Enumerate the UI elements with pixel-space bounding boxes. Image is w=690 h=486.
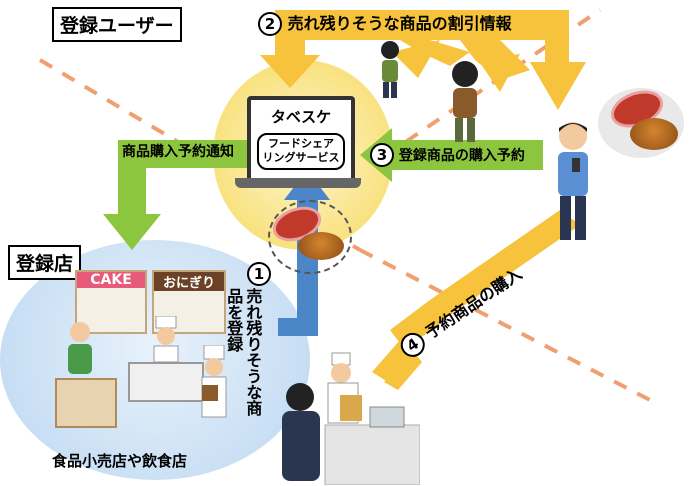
- bubble-dorayaki-icon: [630, 118, 678, 150]
- store-clerk-figure: [68, 322, 92, 374]
- checkout-scene: [282, 352, 420, 485]
- food-dashed-circle: [268, 200, 352, 274]
- service-name: タベスケ: [270, 108, 332, 126]
- meat-counter: [128, 362, 204, 402]
- laptop-base: [235, 178, 361, 188]
- laptop-screen: タベスケ フードシェア リングサービス: [247, 96, 355, 184]
- arrow-step2: [260, 10, 586, 110]
- dorayaki-icon: [298, 232, 344, 260]
- store-label: 登録店: [8, 245, 82, 280]
- service-line1: フードシェア: [268, 137, 334, 150]
- step2-label: 2 売れ残りそうな商品の割引情報: [258, 10, 512, 36]
- service-line2: リングサービス: [262, 151, 340, 165]
- step2-number: 2: [258, 12, 282, 36]
- user-label: 登録ユーザー: [52, 7, 182, 42]
- service-description: フードシェア リングサービス: [257, 133, 345, 170]
- step3-number: 3: [370, 143, 394, 167]
- chef-figure: [153, 316, 179, 362]
- user-small-figure: [381, 41, 399, 98]
- step3-label: 3 登録商品の購入予約: [370, 143, 525, 167]
- baker-figure: [201, 345, 227, 418]
- onigiri-shop: おにぎり: [152, 270, 226, 334]
- step1-number: 1: [247, 262, 271, 286]
- store-caption: 食品小売店や飲食店: [52, 452, 188, 470]
- step1-text: 売れ残りそうな商品を登録: [224, 288, 263, 416]
- bakery-shelf: [55, 378, 117, 428]
- user-phone-figure: [558, 122, 588, 240]
- step3-text: 登録商品の購入予約: [398, 148, 525, 164]
- onigiri-sign: おにぎり: [154, 272, 224, 291]
- user-middle-figure: [452, 61, 478, 142]
- step2-text: 売れ残りそうな商品の割引情報: [287, 14, 512, 33]
- notify-label: 商品購入予約通知: [122, 144, 234, 160]
- cake-shop: CAKE: [75, 270, 147, 334]
- cake-sign: CAKE: [77, 272, 145, 288]
- arrow-notify: [103, 140, 252, 250]
